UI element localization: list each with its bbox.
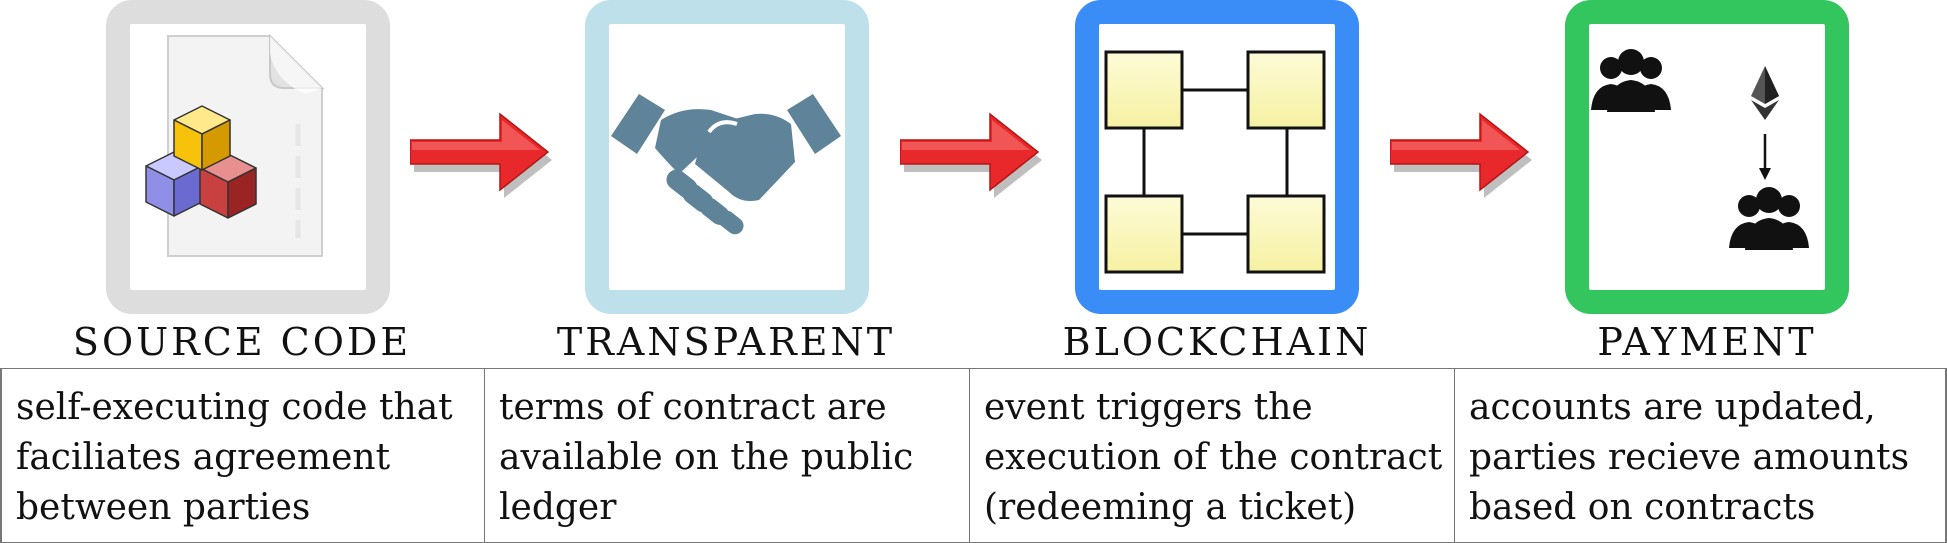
description-line: parties recieve amounts <box>1469 437 1910 478</box>
payment-transfer-icon <box>1591 49 1809 250</box>
description-cell-transparent: terms of contract are available on the p… <box>484 369 969 542</box>
description-line: ledger <box>499 487 617 528</box>
right-arrow-icon <box>1390 112 1532 198</box>
description-line: faciliates agreement <box>16 437 391 478</box>
description-line: available on the public <box>499 437 914 478</box>
description-line: terms of contract are <box>499 387 887 428</box>
transparent-card <box>585 0 869 314</box>
description-line: event triggers the <box>984 387 1313 428</box>
step-title-transparent: TRANSPARENT <box>556 320 896 364</box>
receiver-group-icon <box>1729 187 1809 250</box>
source-code-card <box>106 0 390 314</box>
source-code-file-icon <box>145 33 325 257</box>
description-line: execution of the contract <box>984 437 1443 478</box>
payment-card <box>1565 0 1849 314</box>
step-title-blockchain: BLOCKCHAIN <box>1062 320 1372 364</box>
blockchain-network-icon <box>1104 50 1326 274</box>
description-cell-payment: accounts are updated, parties recieve am… <box>1454 369 1947 542</box>
handshake-icon <box>611 94 841 235</box>
description-line: between parties <box>16 487 311 528</box>
description-table: self-executing code that faciliates agre… <box>0 368 1947 543</box>
right-arrow-icon <box>900 112 1042 198</box>
ethereum-icon <box>1751 66 1779 120</box>
description-line: self-executing code that <box>16 387 453 428</box>
description-line: based on contracts <box>1469 487 1816 528</box>
step-title-payment: PAYMENT <box>1597 320 1817 364</box>
description-line: accounts are updated, <box>1469 387 1876 428</box>
blockchain-card <box>1075 0 1359 314</box>
sender-group-icon <box>1591 49 1671 112</box>
right-arrow-icon <box>410 112 552 198</box>
description-line: (redeeming a ticket) <box>984 487 1357 528</box>
step-title-source-code: SOURCE CODE <box>72 320 412 364</box>
down-arrow-icon <box>1759 134 1771 180</box>
description-cell-source-code: self-executing code that faciliates agre… <box>0 369 484 542</box>
description-cell-blockchain: event triggers the execution of the cont… <box>969 369 1454 542</box>
